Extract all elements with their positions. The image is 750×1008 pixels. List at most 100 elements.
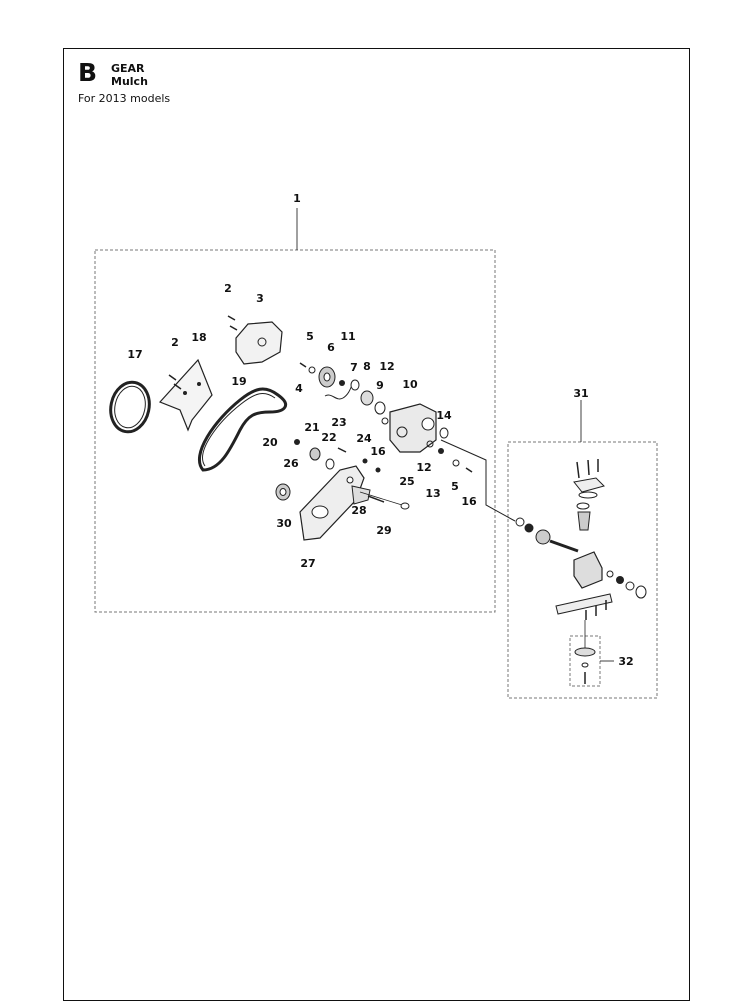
screw-part — [227, 315, 236, 321]
v-belt-inner — [202, 392, 276, 467]
callout-19: 19 — [231, 375, 246, 388]
housing-bore — [421, 417, 435, 431]
clip-part — [438, 448, 444, 454]
cover-slot — [311, 505, 329, 519]
blade-hub-part — [574, 647, 596, 657]
washer-part — [325, 458, 335, 470]
callout-25: 25 — [399, 475, 414, 488]
blade-holder-part — [555, 593, 613, 615]
callout-3: 3 — [256, 292, 264, 305]
top-cover-part — [235, 321, 283, 365]
bracket-part — [158, 358, 213, 432]
nut-part — [339, 380, 345, 386]
callout-16: 16 — [461, 495, 477, 508]
page-frame — [63, 48, 690, 1001]
callout-1: 1 — [293, 192, 301, 205]
gasket-part — [578, 491, 598, 499]
screw-part — [168, 374, 177, 381]
roller-hub — [279, 488, 287, 496]
bolt-part — [576, 461, 580, 479]
bolt-part — [337, 447, 347, 453]
bolt-part — [587, 459, 590, 476]
callout-11: 11 — [340, 330, 355, 343]
bolt-part — [465, 467, 473, 473]
round-belt-part — [109, 380, 151, 434]
callout-10: 10 — [402, 378, 418, 391]
callout-21: 21 — [304, 421, 319, 434]
callout-29: 29 — [376, 524, 391, 537]
nut-part — [362, 458, 368, 464]
page-title: GEAR Mulch — [111, 62, 148, 88]
washer-part — [452, 459, 460, 467]
washer-part — [308, 366, 316, 374]
washer-part — [576, 502, 590, 510]
callout-8: 8 — [363, 360, 371, 373]
callout-4: 4 — [295, 382, 303, 395]
assembly-box-1 — [94, 249, 496, 613]
bevel-gear-part — [577, 511, 591, 531]
callout-18: 18 — [191, 331, 206, 344]
bolt-part — [299, 362, 307, 368]
bearing-part — [309, 447, 321, 461]
top-plate-part — [573, 477, 605, 493]
washer-part — [426, 440, 434, 448]
assembly-box-31 — [507, 441, 658, 699]
v-belt-part — [197, 387, 288, 472]
nut-part — [375, 467, 381, 473]
callout-26: 26 — [283, 457, 299, 470]
washer-part — [606, 570, 614, 578]
washer-part — [515, 517, 525, 527]
callout-27: 27 — [300, 557, 315, 570]
shaft-part — [549, 539, 579, 553]
screw-part — [229, 325, 238, 331]
callout-32: 32 — [618, 655, 633, 668]
bracket-hole — [197, 382, 201, 386]
pulley-hub — [323, 372, 331, 382]
bolt-part — [367, 495, 385, 503]
cover-hole — [257, 337, 267, 347]
callout-12: 12 — [379, 360, 394, 373]
callout-17: 17 — [127, 348, 142, 361]
callout-12: 12 — [416, 461, 431, 474]
title-line-1: GEAR — [111, 62, 145, 75]
nut-part — [294, 439, 300, 445]
callout-9: 9 — [376, 379, 384, 392]
washer-part — [581, 662, 589, 668]
callout-13: 13 — [425, 487, 440, 500]
bearing-part — [524, 523, 534, 533]
callout-22: 22 — [321, 431, 336, 444]
title-line-2: Mulch — [111, 75, 148, 88]
housing-bore — [396, 426, 408, 438]
bearing-part — [360, 390, 374, 406]
circlip-part — [439, 427, 449, 439]
callout-24: 24 — [356, 432, 372, 445]
callout-23: 23 — [331, 416, 346, 429]
model-year-note: For 2013 models — [78, 92, 171, 105]
key-spring-part — [324, 384, 353, 400]
cover-hole — [346, 476, 354, 484]
tensioner-part — [351, 485, 371, 505]
callout-2: 2 — [171, 336, 179, 349]
cap-part — [635, 585, 647, 599]
washer-part — [381, 417, 389, 425]
callout-20: 20 — [262, 436, 278, 449]
section-letter: B — [78, 58, 98, 87]
callout-5: 5 — [451, 480, 459, 493]
callout-7: 7 — [350, 361, 358, 374]
knob-part — [400, 502, 410, 510]
callout-5: 5 — [306, 330, 314, 343]
callout-14: 14 — [436, 409, 452, 422]
seal-part — [374, 401, 386, 415]
gear-housing-part — [573, 551, 603, 589]
callout-16: 16 — [370, 445, 386, 458]
bearing-part — [616, 576, 624, 584]
callout-28: 28 — [351, 504, 366, 517]
callout-2: 2 — [224, 282, 232, 295]
round-belt-inner — [114, 385, 146, 429]
bracket-hole — [183, 391, 187, 395]
screw-part — [173, 383, 182, 390]
seal-part — [625, 581, 635, 591]
gear-part — [535, 529, 551, 545]
pin-line — [359, 491, 403, 506]
